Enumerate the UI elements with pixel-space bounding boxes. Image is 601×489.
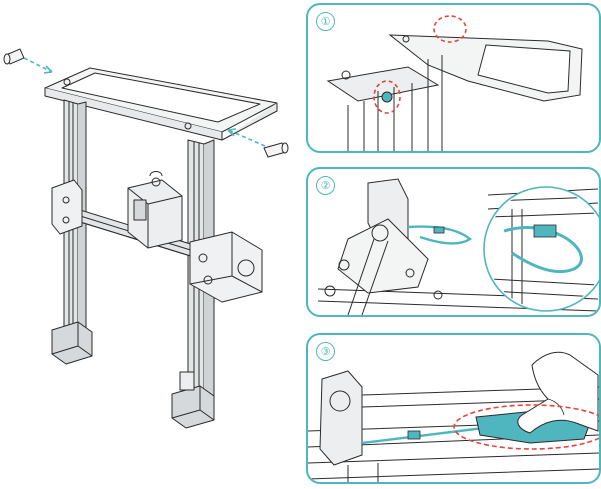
step-1-panel: ① — [306, 3, 601, 153]
step-2-panel: ② — [306, 167, 601, 317]
step-number: ① — [316, 12, 335, 31]
screw-icon-right — [264, 143, 288, 157]
step-3-illustration — [308, 335, 599, 482]
screw-icon — [382, 92, 392, 102]
screw-icon-left — [4, 49, 24, 64]
zoom-circle-icon — [484, 187, 599, 311]
extruder-carriage — [128, 172, 182, 249]
step-number: ③ — [316, 342, 335, 361]
step-3-panel: ③ — [306, 333, 601, 484]
step-2-illustration — [308, 169, 599, 315]
printer-frame-assembly — [0, 0, 300, 485]
left-z-block — [52, 180, 82, 234]
step-1-illustration — [308, 5, 599, 151]
step-number: ② — [316, 176, 335, 195]
left-z-motor — [52, 322, 92, 364]
